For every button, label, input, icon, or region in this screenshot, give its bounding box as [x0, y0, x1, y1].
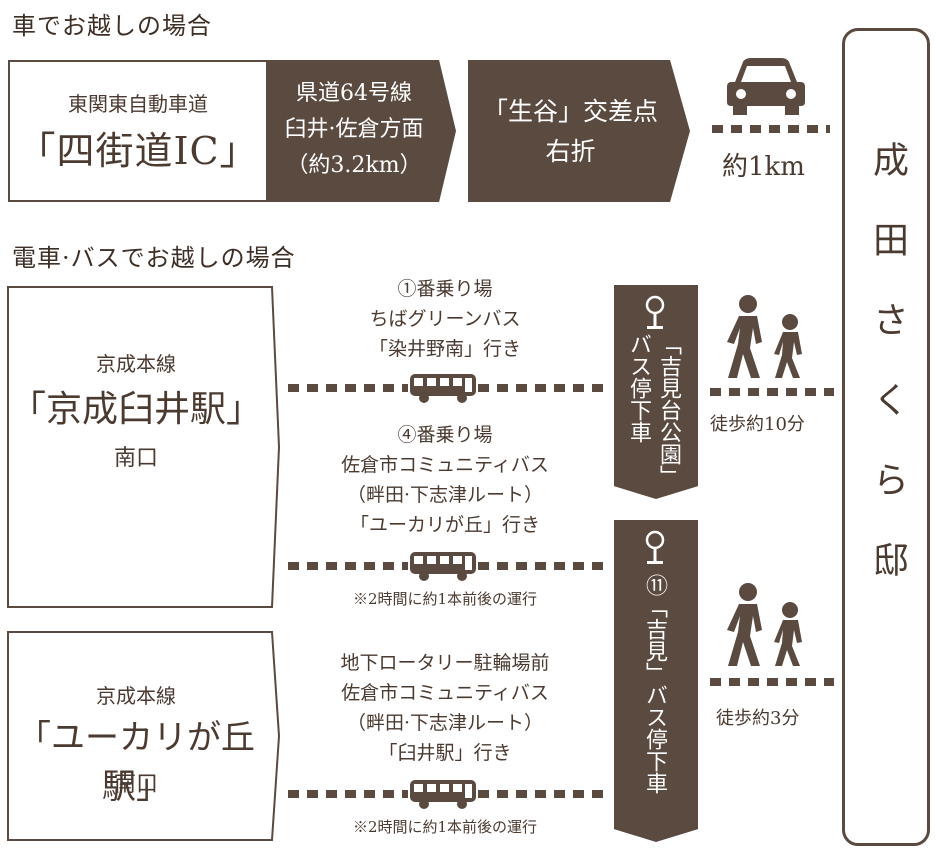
car-icon [727, 58, 805, 115]
destination-box: 成田さくら邸 [842, 28, 930, 846]
station-2-exit: 南口 [113, 772, 158, 797]
car-section-title: 車でお越しの場合 [12, 12, 212, 40]
route-2-destination: 「ユーカリが丘」行き [349, 514, 540, 536]
route-1-platform: ①番乗り場 [397, 278, 493, 300]
station-1-name: 「京成臼井駅」 [9, 389, 262, 430]
car-step-2-intersection: 「生谷」交差点 [482, 97, 658, 126]
train-section-title: 電車·バスでお越しの場合 [12, 244, 296, 272]
bus-icon [408, 372, 478, 404]
walk-2-dotted-path [710, 678, 834, 686]
car-origin-name: 「四街道IC」 [17, 129, 259, 173]
bus-stop-1-action: バス停下車 [626, 333, 651, 443]
car-origin-line: 東関東自動車道 [68, 92, 208, 116]
bus-stop-icon [645, 530, 665, 564]
destination-name: 成田さくら邸 [867, 141, 908, 621]
route-2-route: （畔田·下志津ルート） [346, 484, 544, 506]
walking-people-icon [727, 295, 802, 378]
route-2-company: 佐倉市コミュニティバス [341, 454, 549, 476]
car-step-2: 「生谷」交差点 右折 [468, 60, 690, 202]
bus-stop-2: ⑪「吉見」バス停下車 [614, 520, 698, 842]
bus-stop-1: 「吉見台公園」 バス停下車 [614, 285, 698, 499]
station-1-box [7, 286, 281, 608]
station-2-box [7, 631, 281, 841]
route-1-company: ちばグリーンバス [369, 308, 521, 330]
walk-1-time: 徒歩約10分 [710, 414, 805, 435]
route-3-route: （畔田·下志津ルート） [346, 712, 544, 734]
bus-icon [408, 778, 478, 810]
car-step-1: 県道64号線 臼井·佐倉方面 （約3.2km） [268, 60, 456, 202]
car-step-1-distance: （約3.2km） [286, 153, 422, 178]
bus-stop-1-name: 「吉見台公園」 [656, 333, 681, 487]
route-3-platform: 地下ロータリー駐輪場前 [340, 652, 550, 674]
car-step-1-direction: 臼井·佐倉方面 [284, 117, 424, 142]
route-1-text: ①番乗り場 ちばグリーンバス 「染井野南」行き [285, 274, 605, 364]
route-3-note: ※2時間に約1本前後の運行 [352, 818, 538, 836]
station-1-exit: 南口 [113, 446, 158, 471]
station-2-line: 京成本線 [96, 684, 176, 708]
route-2-text: ④番乗り場 佐倉市コミュニティバス （畔田·下志津ルート） 「ユーカリが丘」行き [285, 420, 605, 540]
route-3-text: 地下ロータリー駐輪場前 佐倉市コミュニティバス （畔田·下志津ルート） 「臼井駅… [285, 648, 605, 768]
walk-2-time: 徒歩約3分 [716, 708, 800, 729]
car-step-1-road: 県道64号線 [296, 81, 412, 106]
bus-stop-icon [645, 295, 665, 329]
route-2-note: ※2時間に約1本前後の運行 [352, 590, 538, 608]
walk-1-dotted-path [710, 388, 834, 396]
car-origin-box: 東関東自動車道 「四街道IC」 [8, 60, 268, 202]
bus-icon [408, 550, 478, 582]
walking-people-icon [727, 583, 802, 666]
route-1-destination: 「染井野南」行き [368, 338, 521, 360]
station-2-name: 「ユーカリが丘駅」 [17, 718, 255, 807]
station-1-line: 京成本線 [96, 352, 176, 376]
car-step-2-turn: 右折 [545, 137, 596, 166]
bus-stop-2-name: ⑪「吉見」バス停下車 [642, 574, 667, 794]
car-distance: 約1km [722, 152, 805, 182]
car-dotted-path [712, 125, 830, 133]
route-2-platform: ④番乗り場 [397, 424, 493, 446]
route-3-company: 佐倉市コミュニティバス [341, 682, 549, 704]
route-3-destination: 「臼井駅」行き [378, 742, 512, 764]
